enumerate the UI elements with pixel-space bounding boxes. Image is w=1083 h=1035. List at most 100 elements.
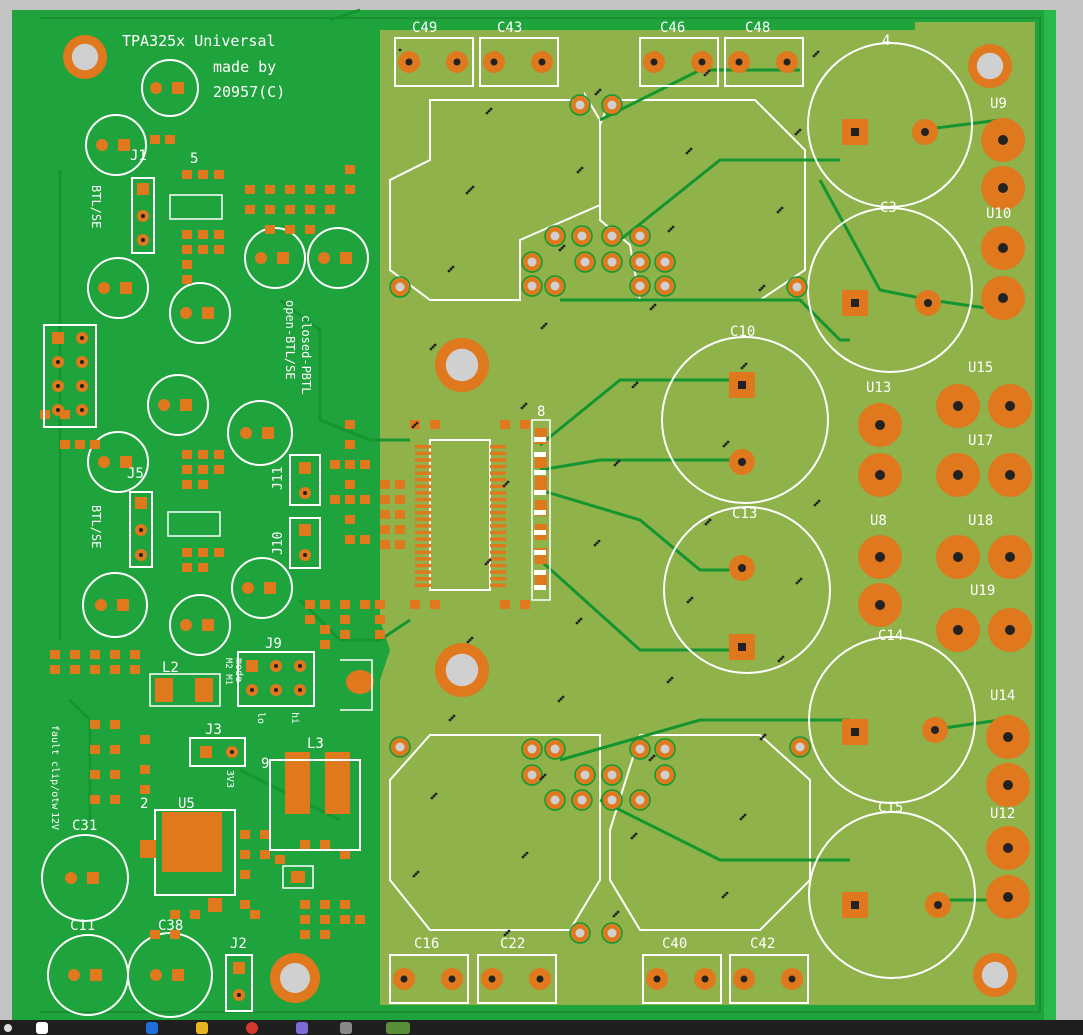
browser-icon[interactable]	[146, 1022, 158, 1034]
pcb-app-icon[interactable]	[386, 1022, 410, 1034]
film-cap-label-top_caps-3: C48	[745, 20, 770, 36]
big-cap-label-1: C3	[880, 200, 897, 216]
via	[797, 579, 801, 583]
fault-label: fault clip/otw	[49, 725, 60, 810]
via	[415, 421, 419, 425]
via	[763, 733, 767, 737]
via	[416, 870, 420, 874]
via	[596, 90, 600, 94]
via	[686, 600, 690, 604]
via	[816, 50, 820, 54]
via	[539, 777, 543, 781]
via	[612, 914, 616, 918]
via	[685, 151, 689, 155]
via	[398, 48, 402, 52]
amplifier-ic	[415, 419, 551, 601]
via	[505, 931, 509, 935]
connector-label-j5: J5	[127, 466, 144, 482]
mounting-holes	[63, 35, 1017, 1003]
via	[799, 577, 803, 581]
via	[613, 463, 617, 467]
film-cap-C40	[642, 954, 722, 1004]
via	[652, 754, 656, 758]
regulator-label-4: U17	[968, 433, 993, 449]
via	[432, 794, 436, 798]
via	[544, 322, 548, 326]
connector-label-j3: J3	[205, 722, 222, 738]
via	[780, 206, 784, 210]
via	[776, 210, 780, 214]
board-outline-silk	[40, 17, 1041, 1013]
header-j2	[225, 954, 253, 1012]
regulator-U9	[981, 118, 1025, 210]
via	[798, 128, 802, 132]
small-cap	[227, 400, 293, 466]
regulator-U15	[936, 384, 1032, 428]
messenger-icon[interactable]	[296, 1022, 308, 1034]
settings-icon[interactable]	[340, 1022, 352, 1034]
via	[744, 362, 748, 366]
small-cap	[87, 257, 149, 319]
via	[557, 699, 561, 703]
film-cap-C46	[639, 37, 719, 87]
via	[411, 425, 415, 429]
header-pin	[246, 660, 258, 672]
film-cap-label-bottom_caps-3: C42	[750, 936, 775, 952]
j9-mode-label: mode	[233, 658, 244, 682]
film-cap-label-bottom_caps-1: C22	[500, 936, 525, 952]
regulator-U19	[936, 608, 1032, 652]
film-cap-C48	[724, 37, 804, 87]
header-j3	[189, 737, 246, 767]
via	[522, 404, 526, 408]
via	[688, 598, 692, 602]
big-cap-C14	[808, 636, 976, 804]
j9-mode-pins-label: M2 M1	[223, 658, 233, 685]
via	[506, 480, 510, 484]
board-title-line2: made by	[213, 58, 276, 76]
via	[762, 284, 766, 288]
via	[433, 343, 437, 347]
film-cap-label-top_caps-0: C49	[412, 20, 437, 36]
via	[707, 69, 711, 73]
via	[503, 933, 507, 937]
connector-label-j11: J11	[271, 467, 286, 490]
via	[794, 132, 798, 136]
folder-icon[interactable]	[36, 1022, 48, 1034]
via	[758, 288, 762, 292]
via	[651, 305, 655, 309]
big-cap-label-4: C14	[878, 628, 903, 644]
connector-label-l2: L2	[162, 660, 179, 676]
opamp-bottom	[167, 511, 221, 537]
film-cap-label-top_caps-1: C43	[497, 20, 522, 36]
film-cap-label-top_caps-2: C46	[660, 20, 685, 36]
film-cap-C16	[389, 954, 469, 1004]
via	[705, 71, 709, 75]
start-icon[interactable]	[4, 1024, 12, 1032]
via	[667, 229, 671, 233]
via	[617, 459, 621, 463]
via	[465, 191, 469, 195]
app-icon[interactable]	[246, 1022, 258, 1034]
via	[447, 269, 451, 273]
via	[594, 92, 598, 96]
regulator-u5	[140, 809, 236, 912]
via	[759, 737, 763, 741]
media-icon[interactable]	[196, 1022, 208, 1034]
film-cap-C42	[729, 954, 809, 1004]
regulator-U13	[858, 403, 902, 497]
via	[597, 539, 601, 543]
small-cap	[85, 114, 147, 176]
via	[502, 484, 506, 488]
via	[779, 657, 783, 661]
via	[543, 773, 547, 777]
small-cap	[169, 282, 231, 344]
via	[796, 130, 800, 134]
smd-pads	[40, 135, 546, 939]
j9-hi-label: hi	[289, 712, 300, 724]
inductor-l3	[269, 752, 361, 851]
via	[560, 246, 564, 250]
big-cap-C3	[807, 207, 973, 373]
via	[488, 558, 492, 562]
